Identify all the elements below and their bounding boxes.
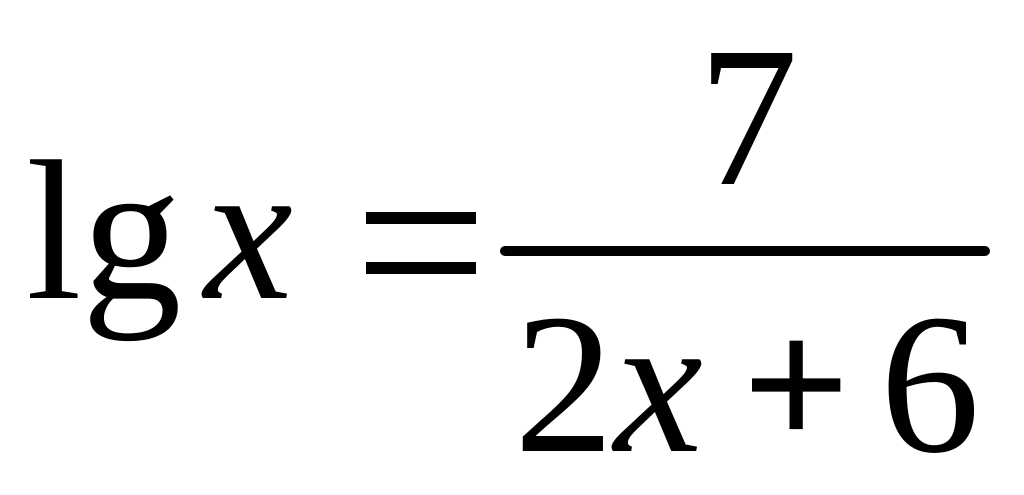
equals-top-bar xyxy=(366,212,476,224)
equals-sign xyxy=(366,212,476,274)
denominator-variable: x xyxy=(614,274,703,495)
log-function: lg xyxy=(26,121,182,342)
plus-operator: + xyxy=(742,280,851,490)
denominator-coefficient: 2 xyxy=(514,274,614,495)
denominator-constant: 6 xyxy=(880,274,980,495)
fraction-bar xyxy=(500,246,990,256)
fraction-numerator: 7 xyxy=(698,7,798,228)
equals-bottom-bar xyxy=(366,262,476,274)
lhs-variable: x xyxy=(204,121,293,342)
